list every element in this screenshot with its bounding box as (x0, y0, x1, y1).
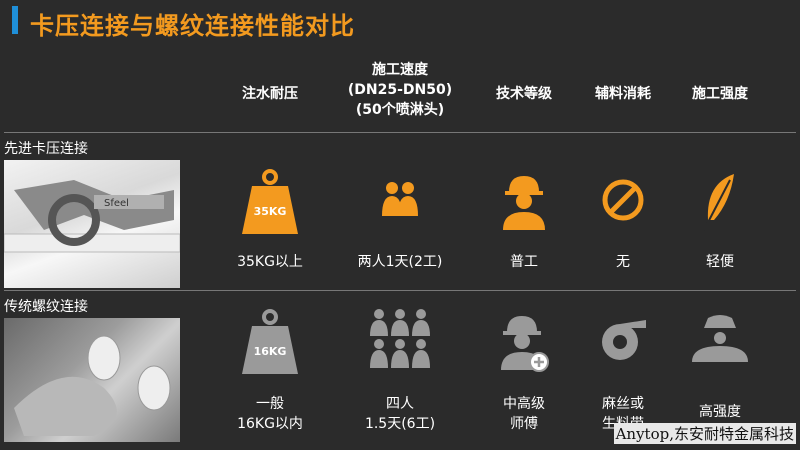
cell-text-line: 普工 (510, 254, 538, 270)
column-header-consumables: 辅料消耗 (575, 84, 671, 104)
tape-roll-icon-cell (575, 316, 671, 370)
two-people-icon (382, 182, 418, 216)
weight-icon: 35KG (242, 169, 298, 234)
cell-text-line: 一般 (256, 396, 284, 412)
watermark: Anytop,东安耐特金属科技 (613, 423, 796, 444)
header-divider (4, 132, 796, 133)
two-people-icon-cell (352, 180, 448, 224)
feather-icon (703, 174, 734, 231)
cell-text-line: 麻丝或 (602, 396, 644, 412)
column-header-pressure: 注水耐压 (225, 84, 315, 104)
cell-threaded-pressure: 一般 16KG以内 (215, 394, 325, 434)
worker-icon-cell (476, 172, 572, 236)
column-header-line: 注水耐压 (242, 86, 298, 102)
column-header-line: 技术等级 (496, 86, 552, 102)
column-header-skill: 技术等级 (476, 84, 572, 104)
cell-press-fit-intensity: 轻便 (665, 252, 775, 272)
cell-press-fit-consumables: 无 (568, 252, 678, 272)
cell-text-line: 中高级 (503, 396, 545, 412)
cell-text-line: 无 (616, 254, 630, 270)
cell-text-line: 轻便 (706, 254, 734, 270)
column-header-line: 施工强度 (692, 86, 748, 102)
none-icon-cell (575, 178, 671, 226)
column-header-line: (50个喷淋头) (355, 102, 445, 118)
cell-threaded-speed: 四人 1.5天(6工) (345, 394, 455, 434)
worker-icon (503, 176, 545, 230)
weight-icon-cell: 35KG (222, 168, 318, 242)
cell-text-line: 四人 (386, 396, 414, 412)
row-label-press-fit: 先进卡压连接 (4, 141, 88, 157)
group-people-icon (370, 309, 430, 368)
press-fit-tool-photo: Sfeel (3, 160, 181, 288)
cell-text-line: 1.5天(6工) (364, 416, 436, 432)
column-header-speed: 施工速度 (DN25-DN50) (50个喷淋头) (330, 60, 470, 120)
tape-roll-icon (602, 320, 646, 360)
cell-threaded-intensity: 高强度 (665, 402, 775, 422)
senior-worker-icon-cell (476, 312, 572, 378)
page-title: 卡压连接与螺纹连接性能对比 (30, 12, 355, 40)
column-header-line: 辅料消耗 (595, 86, 651, 102)
anvil-icon (692, 315, 748, 362)
weight-icon-cell: 16KG (222, 308, 318, 382)
row-divider (4, 290, 796, 291)
weight-icon: 16KG (242, 309, 298, 374)
row-label-threaded: 传统螺纹连接 (4, 299, 88, 315)
column-header-line: 施工速度 (372, 62, 428, 78)
column-header-intensity: 施工强度 (672, 84, 768, 104)
cell-text-line: 高强度 (699, 404, 741, 420)
weight-label: 16KG (254, 345, 287, 358)
cell-press-fit-speed: 两人1天(2工) (345, 252, 455, 272)
title-bar: 卡压连接与螺纹连接性能对比 (0, 0, 800, 40)
cell-press-fit-pressure: 35KG以上 (215, 252, 325, 272)
none-icon (602, 179, 644, 221)
anvil-icon-cell (672, 314, 768, 370)
threaded-pipe-photo (4, 318, 180, 442)
title-accent-bar (12, 6, 18, 34)
weight-label: 35KG (254, 205, 287, 218)
group-people-icon-cell (352, 308, 448, 376)
cell-threaded-skill: 中高级 师傅 (469, 394, 579, 434)
cell-text-line: 35KG以上 (237, 254, 303, 270)
svg-text:Sfeel: Sfeel (104, 198, 129, 209)
column-header-line: (DN25-DN50) (347, 82, 453, 98)
cell-text-line: 16KG以内 (237, 416, 303, 432)
cell-text-line: 两人1天(2工) (357, 254, 443, 270)
cell-press-fit-skill: 普工 (469, 252, 579, 272)
cell-text-line: 师傅 (510, 416, 538, 432)
senior-worker-icon (501, 316, 549, 372)
feather-icon-cell (672, 172, 768, 236)
